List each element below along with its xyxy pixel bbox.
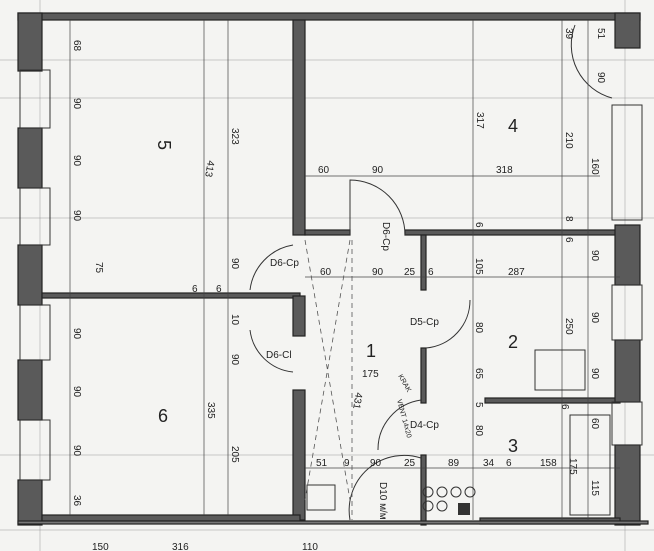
dim-label: 175: [362, 369, 379, 380]
dim-label: 335: [205, 402, 216, 419]
dim-label: 90: [229, 354, 240, 366]
dim-label: 110: [302, 542, 318, 551]
dim-label: 318: [496, 165, 513, 176]
dim-label: 25: [404, 458, 416, 469]
dim-label: 6: [506, 458, 512, 469]
door-label: D6-Cp: [270, 258, 299, 269]
dim-label: 287: [508, 267, 525, 278]
walls: [17, 12, 649, 526]
dim-label: 80: [473, 322, 484, 334]
dim-label: 51: [595, 28, 606, 40]
room-label: 6: [158, 406, 168, 426]
dim-label: 90: [370, 458, 382, 469]
dim-label: 115: [589, 480, 600, 496]
dim-label: 60: [589, 418, 600, 430]
dim-label: 317: [474, 112, 485, 129]
dim-label: 158: [540, 458, 557, 469]
dim-label: 6: [563, 237, 574, 243]
dimension-lines: [69, 20, 620, 520]
door-label: D5-Cp: [410, 317, 439, 328]
dim-label: 68: [71, 40, 82, 52]
dim-label: 90: [71, 155, 82, 167]
dim-label: 90: [589, 250, 600, 262]
dim-label: 90: [229, 258, 240, 270]
dim-label: 90: [372, 165, 384, 176]
dim-label: 25: [404, 267, 416, 278]
dim-label: 34: [483, 458, 495, 469]
room-labels: 5 4 1 2 3 6: [154, 116, 518, 456]
dim-label: 6: [473, 222, 484, 228]
dim-label: 60: [318, 165, 330, 176]
dim-label: 90: [71, 98, 82, 110]
dim-label: 39: [563, 28, 574, 40]
dim-label: 90: [589, 312, 600, 324]
dim-label: 90: [71, 445, 82, 457]
dim-label: 75: [93, 262, 104, 274]
dim-label: 90: [589, 368, 600, 380]
note-label: KRAK: [396, 374, 412, 394]
dim-label: 6: [428, 267, 434, 278]
room-label: 1: [366, 341, 376, 361]
dim-label: 431: [350, 391, 364, 410]
dim-label: 5: [473, 402, 484, 408]
room-label: 5: [154, 140, 174, 150]
dim-label: 175: [567, 458, 578, 475]
room-label: 4: [508, 116, 518, 136]
dim-label: 105: [473, 258, 484, 275]
room-label: 2: [508, 332, 518, 352]
stove-fixture: [306, 349, 611, 516]
doors: [249, 24, 613, 521]
dim-label: 90: [595, 72, 606, 84]
dim-label: 60: [320, 267, 332, 278]
dim-label: 250: [563, 318, 574, 335]
dim-label: 6: [192, 284, 198, 295]
dim-label: 80: [473, 425, 484, 437]
dim-label: 51: [316, 458, 328, 469]
dim-label: 90: [372, 267, 384, 278]
dim-label: 65: [473, 368, 484, 380]
dim-label: 413: [202, 159, 216, 178]
door-label: D10 м/м: [377, 482, 388, 520]
dim-label: 36: [71, 495, 82, 507]
dim-label: 6: [559, 404, 570, 410]
dim-label: 323: [229, 128, 240, 145]
dim-label: 90: [71, 328, 82, 340]
dim-label: 210: [563, 132, 574, 149]
dim-label: 90: [71, 386, 82, 398]
dim-label: 9: [344, 458, 350, 469]
dim-label: 10: [229, 314, 240, 326]
dim-label: 316: [172, 542, 189, 551]
door-label: D4-Cp: [410, 420, 439, 431]
dim-label: 89: [448, 458, 460, 469]
dim-label: 205: [229, 446, 240, 463]
dim-label: 150: [92, 542, 109, 551]
dim-label: 160: [589, 158, 600, 175]
dim-label: 6: [216, 284, 222, 295]
door-label: D6-Cl: [266, 350, 292, 361]
dim-label: 90: [71, 210, 82, 222]
windows: [19, 69, 643, 481]
dimension-labels: 68 90 90 90 75 413 323 90 6 6 90 90 90 3…: [71, 28, 606, 551]
note-label: VENT 14x20: [395, 399, 412, 439]
room-label: 3: [508, 436, 518, 456]
dim-label: 8: [563, 216, 574, 222]
door-label: D6-Cp: [380, 222, 391, 251]
